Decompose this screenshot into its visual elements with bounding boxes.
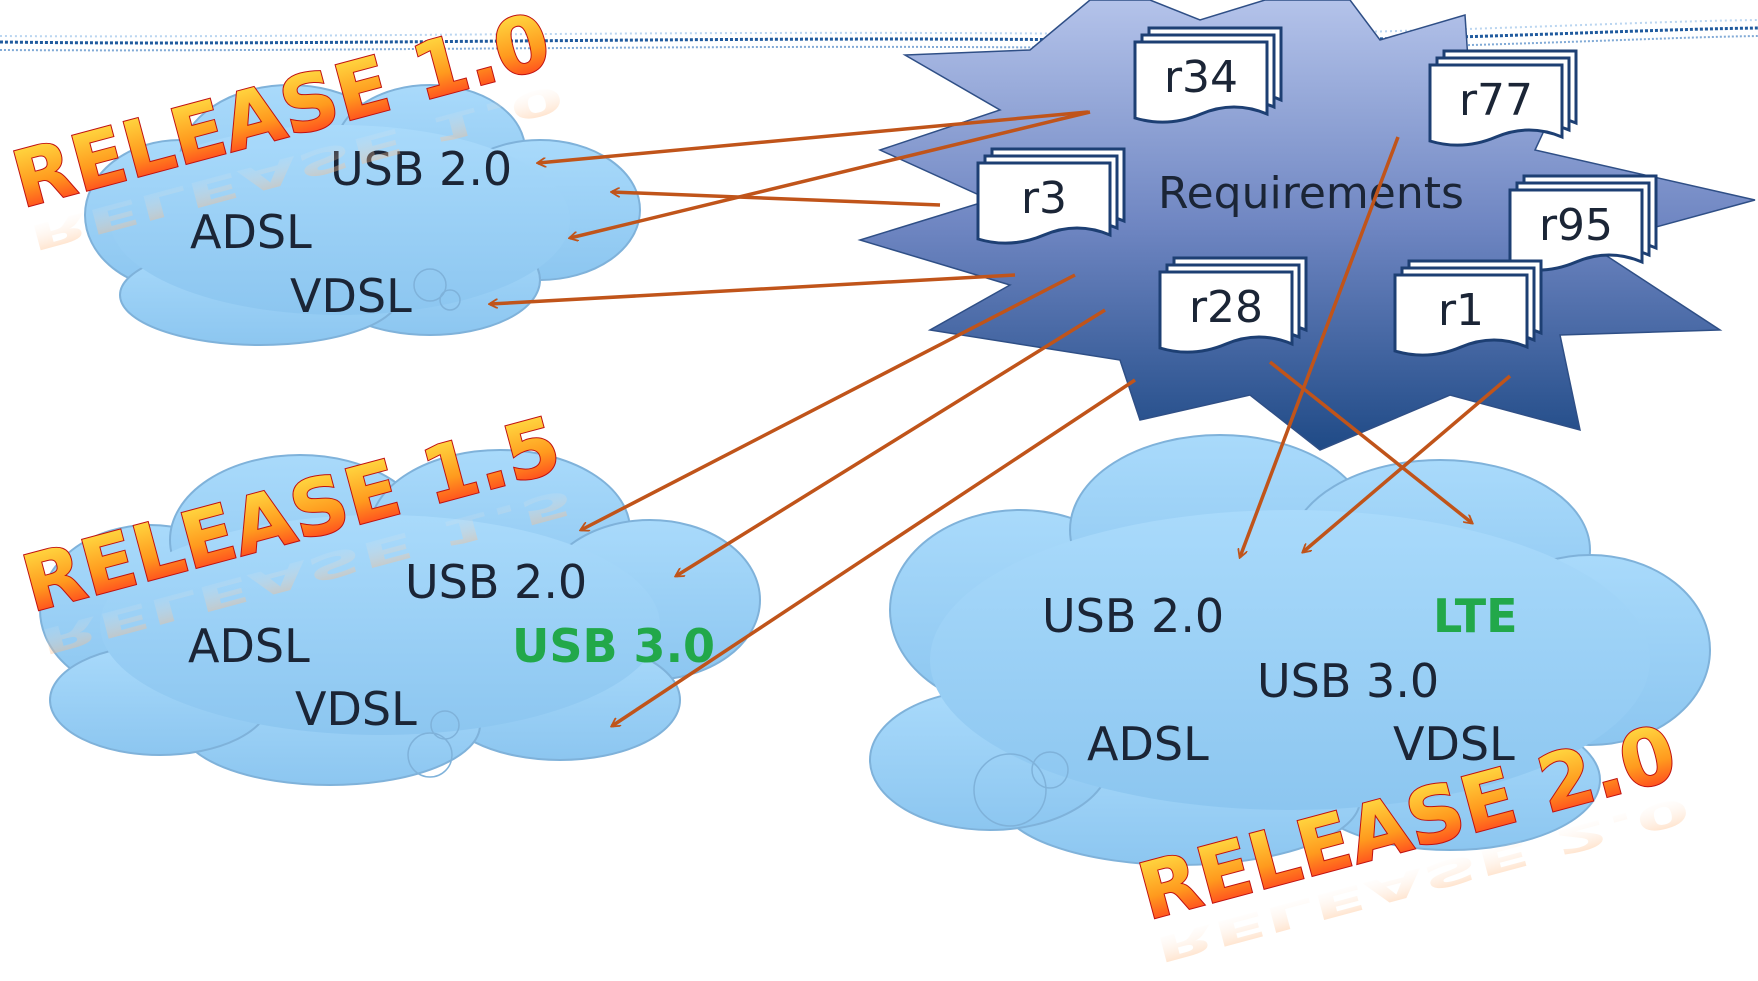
requirement-doc-label: r77 [1459, 75, 1533, 126]
release-1-0-cloud [84, 84, 641, 346]
release-1-5-cloud [39, 449, 761, 786]
trace-arrow [490, 273, 1016, 304]
r20-vdsl: VDSL [1393, 717, 1515, 771]
r20-usb20: USB 2.0 [1042, 589, 1224, 643]
requirement-doc-label: r3 [1021, 173, 1067, 224]
r10-vdsl: VDSL [290, 269, 412, 323]
requirement-doc-r95: r95 [1508, 174, 1658, 272]
r20-usb30: USB 3.0 [1257, 654, 1439, 708]
trace-arrow [612, 192, 941, 207]
r15-usb20: USB 2.0 [405, 555, 587, 609]
r10-adsl: ADSL [190, 205, 312, 259]
requirement-doc-r34: r34 [1133, 26, 1283, 124]
requirement-doc-label: r95 [1539, 200, 1613, 251]
release-2-0-cloud [869, 434, 1711, 866]
trace-arrow [1268, 360, 1472, 523]
trace-arrow [1240, 136, 1400, 557]
requirement-doc-label: r28 [1189, 282, 1263, 333]
requirement-doc-r1: r1 [1393, 259, 1543, 357]
requirement-docs: r34 r77 r3 r95 r28 r1 [976, 26, 1658, 357]
trace-arrow [581, 273, 1076, 530]
requirement-doc-r28: r28 [1158, 256, 1308, 354]
r15-usb30-new: USB 3.0 [512, 619, 715, 673]
trace-arrow [570, 110, 1091, 238]
requirements-title: Requirements [1158, 168, 1464, 219]
r15-vdsl: VDSL [295, 682, 417, 736]
trace-arrow [538, 110, 1089, 163]
r15-adsl: ADSL [188, 619, 310, 673]
requirement-doc-label: r1 [1438, 285, 1484, 336]
trace-arrow [676, 308, 1106, 576]
requirement-doc-r3: r3 [976, 147, 1126, 245]
header-wave-decoration [0, 19, 1758, 52]
r20-adsl: ADSL [1087, 717, 1209, 771]
r10-usb20: USB 2.0 [330, 142, 512, 196]
requirement-doc-label: r34 [1164, 52, 1238, 103]
r20-lte-new: LTE [1433, 589, 1518, 643]
requirement-doc-r77: r77 [1428, 49, 1578, 147]
trace-arrow [1303, 374, 1512, 552]
trace-arrow [612, 378, 1136, 726]
release-2-0-items: USB 2.0 LTE USB 3.0 ADSL VDSL [1042, 589, 1518, 771]
release-1-0-items: USB 2.0 ADSL VDSL [190, 142, 512, 323]
release-1-5-items: USB 2.0 ADSL USB 3.0 VDSL [188, 555, 715, 736]
trace-arrows [490, 110, 1512, 726]
